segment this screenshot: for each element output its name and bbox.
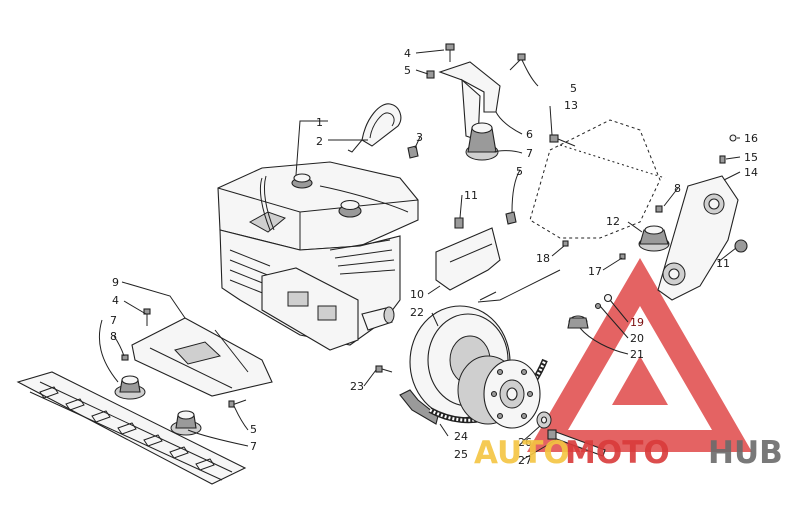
- callout-5-middle: 5: [516, 165, 523, 178]
- bolt-23: [375, 365, 393, 373]
- bolt-8-lower: [121, 354, 129, 361]
- rubber-mount-upper: [465, 122, 499, 161]
- callout-16: 16: [744, 132, 758, 145]
- bolt-5-upper-right: [509, 53, 526, 71]
- callout-8-left: 8: [110, 330, 117, 343]
- watermark-triangle: [527, 258, 752, 452]
- callout-13: 13: [564, 99, 578, 112]
- bolt-4-upper: [445, 43, 455, 62]
- watermark-moto: MOTO: [565, 435, 670, 471]
- spacer-21: [567, 315, 589, 329]
- small-parts-right: [562, 134, 748, 260]
- callout-10: 10: [410, 288, 424, 301]
- callout-3: 3: [416, 131, 423, 144]
- callout-6: 6: [526, 128, 533, 141]
- callout-2: 2: [316, 135, 323, 148]
- bolt-13: [549, 134, 576, 147]
- engine-assembly: [217, 161, 419, 351]
- callout-25: 25: [454, 448, 468, 461]
- callout-4-upper: 4: [404, 47, 411, 60]
- callout-1: 1: [316, 116, 323, 129]
- callout-15: 15: [744, 151, 758, 164]
- watermark-logo-text: AUTO MOTO HUB: [474, 435, 783, 471]
- callout-24: 24: [454, 430, 468, 443]
- callout-18: 18: [536, 252, 550, 265]
- leader-lines: [98, 49, 741, 461]
- right-support-bracket: [657, 175, 739, 301]
- callout-7-upper: 7: [526, 147, 533, 160]
- callout-12: 12: [606, 215, 620, 228]
- callout-20: 20: [630, 332, 644, 345]
- callout-11-right: 11: [716, 257, 730, 270]
- callout-23: 23: [350, 380, 364, 393]
- bolt-27: [547, 429, 606, 457]
- clip-part: [407, 145, 419, 159]
- watermark-hub: HUB: [708, 435, 783, 471]
- mount-12: [638, 225, 670, 252]
- callout-22: 22: [410, 306, 424, 319]
- callout-27: 27: [518, 454, 532, 467]
- callout-26: 26: [518, 436, 532, 449]
- callout-8-right: 8: [674, 182, 681, 195]
- rubber-mount-right: [170, 410, 202, 436]
- driven-pulley: [457, 355, 541, 429]
- lower-mount-plate: [131, 317, 273, 397]
- bolt-4-lower: [143, 308, 151, 326]
- callout-4-lower: 4: [112, 294, 119, 307]
- track-rail: [16, 371, 247, 485]
- callout-5-upper-left: 5: [404, 64, 411, 77]
- callout-19: 19: [630, 316, 644, 329]
- watermark-auto: AUTO: [474, 435, 570, 471]
- callout-labels: 1 2 3 4 5 5 13 6 7 16 15 14 5 11 8 12 18…: [110, 47, 758, 467]
- rubber-mount-left: [114, 375, 146, 400]
- chaincase-outline: [529, 119, 666, 239]
- side-bracket: [435, 211, 517, 291]
- callout-7-left: 7: [110, 314, 117, 327]
- bolt-5-upper-left: [426, 70, 435, 79]
- callout-5-upper-right: 5: [570, 82, 577, 95]
- callout-7-lower: 7: [250, 440, 257, 453]
- callout-5-lower: 5: [250, 423, 257, 436]
- callout-11-left: 11: [464, 189, 478, 202]
- washer-26: [536, 411, 552, 429]
- callout-14: 14: [744, 166, 758, 179]
- callout-17: 17: [588, 265, 602, 278]
- callout-9: 9: [112, 276, 119, 289]
- bolt-5-lower: [228, 399, 247, 408]
- small-parts-19-20: [594, 293, 613, 310]
- callout-21: 21: [630, 348, 644, 361]
- pull-handle: [347, 103, 402, 153]
